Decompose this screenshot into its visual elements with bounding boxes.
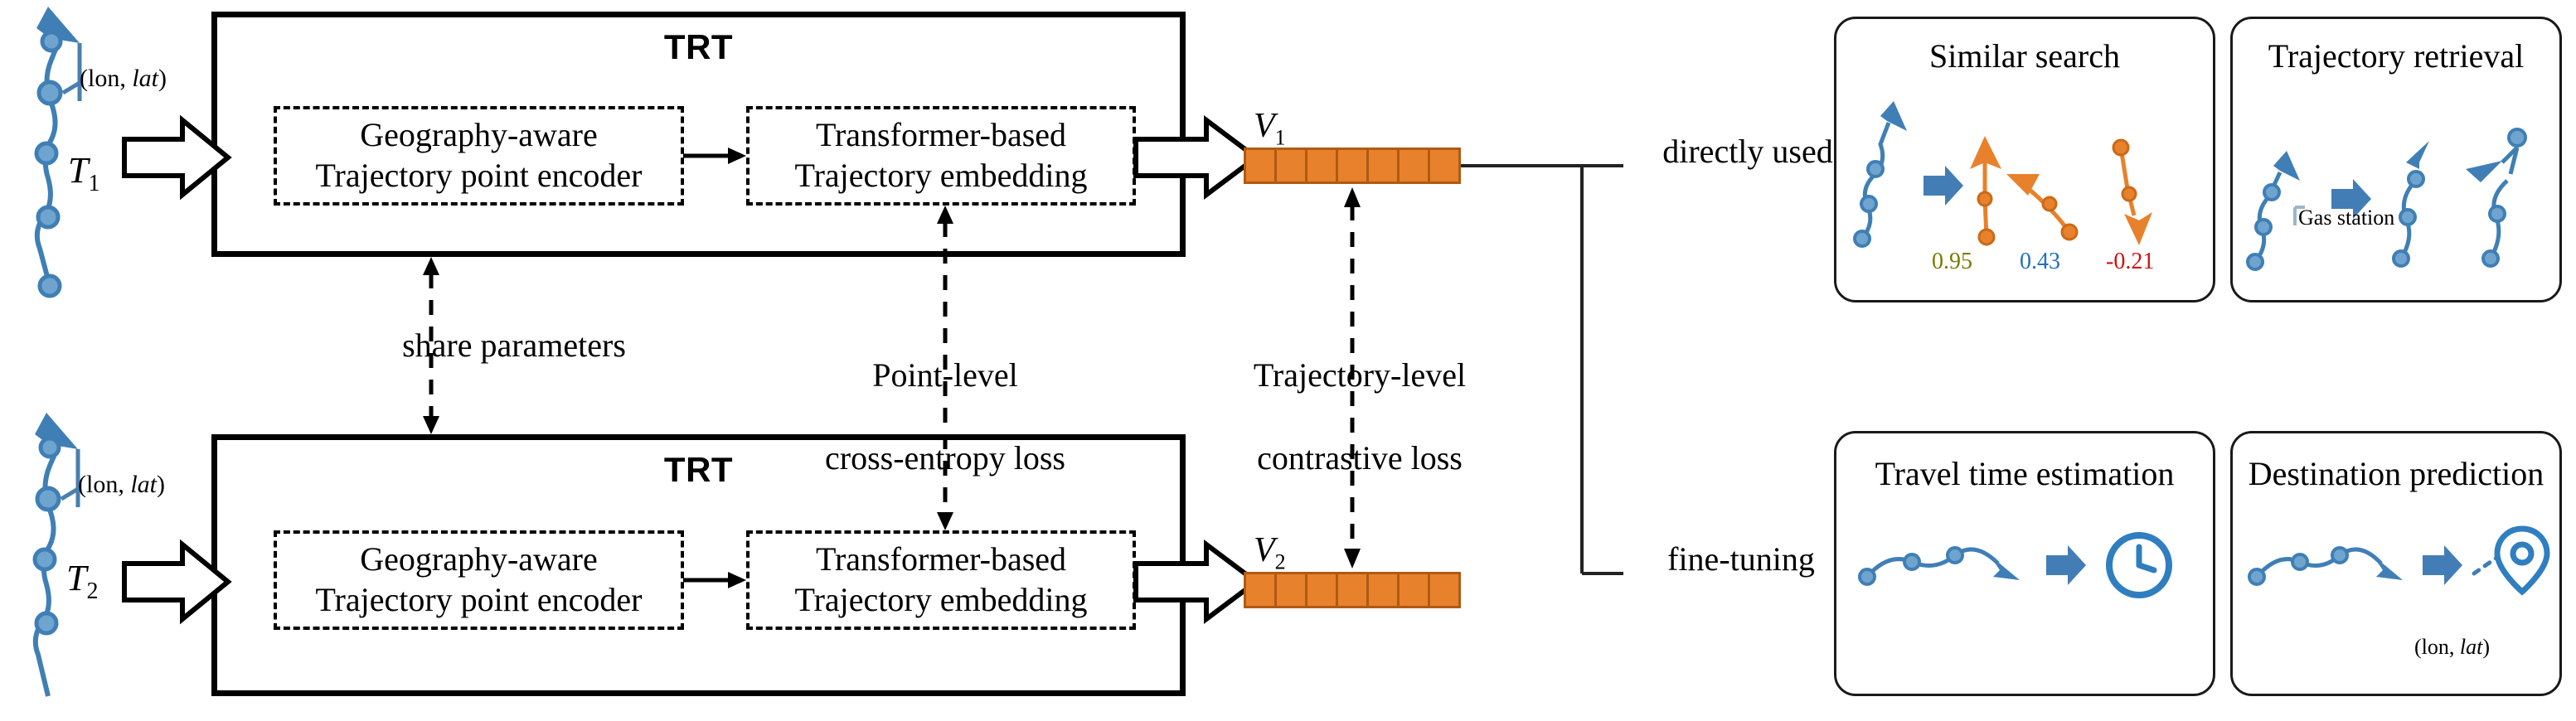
task-card-similar-search[interactable]	[1834, 17, 2215, 302]
destination-coord-label: (lon, lat)	[2414, 635, 2490, 660]
destination-prediction-title: Destination prediction	[2248, 455, 2544, 492]
t1-letter: T	[68, 150, 89, 191]
similar-search-title: Similar search	[1929, 37, 2120, 75]
module-line-1: Transformer-based	[815, 116, 1067, 154]
module-geography-encoder-2: Geography-aware Trajectory point encoder	[274, 530, 684, 630]
vector-cell	[1246, 150, 1277, 181]
output-block-arrow-2	[1133, 540, 1260, 624]
vector-cell	[1338, 574, 1369, 606]
trt-title-2: TRT	[663, 450, 734, 489]
similarity-score-1: 0.95	[1932, 249, 1972, 274]
vector-cell	[1369, 574, 1400, 606]
vector-cell	[1277, 574, 1307, 606]
module-geography-encoder-1: Geography-aware Trajectory point encoder	[274, 106, 684, 206]
module-line-2: Trajectory embedding	[794, 581, 1088, 618]
vector-2-label: V2	[1254, 530, 1286, 574]
v1-subscript: 1	[1274, 125, 1286, 150]
input-2-name-label: T2	[66, 557, 98, 605]
vector-cell	[1369, 150, 1400, 181]
coord-lon-text-2: (lon,	[78, 471, 124, 498]
module-line-2: Trajectory point encoder	[315, 581, 643, 618]
vector-cell	[1430, 150, 1458, 181]
vector-1-label: V1	[1254, 106, 1286, 150]
v1-letter: V	[1254, 107, 1275, 145]
module-transformer-embedding-2: Transformer-based Trajectory embedding	[746, 530, 1136, 630]
input-2-coord-label: (lon, lat)	[78, 471, 165, 499]
vector-cell	[1246, 574, 1277, 606]
v2-letter: V	[1254, 531, 1275, 569]
vector-cell	[1307, 574, 1338, 606]
branch-label-fine-tuning: fine-tuning	[1667, 540, 1815, 578]
coord-paren-text: )	[158, 65, 167, 92]
similar-search-illustration	[1847, 83, 2204, 249]
t1-subscript: 1	[88, 170, 100, 196]
module-transformer-embedding-1: Transformer-based Trajectory embedding	[746, 106, 1136, 206]
input-trajectory-2	[0, 406, 108, 721]
input-1-coord-label: (lon, lat)	[80, 65, 167, 93]
output-block-arrow-1	[1133, 115, 1260, 200]
point-loss-connector	[929, 206, 962, 530]
contrastive-loss-label: Trajectory-level contrastive loss	[1186, 313, 1534, 520]
destination-prediction-illustration	[2248, 522, 2555, 630]
vector-cell	[1277, 150, 1307, 181]
contrastive-loss-connector	[1336, 187, 1369, 569]
coord-paren-text-3: )	[2482, 635, 2491, 659]
module-line-2: Trajectory embedding	[794, 157, 1088, 194]
vector-cell	[1430, 574, 1458, 606]
vector-cell	[1400, 150, 1430, 181]
coord-lat-text-3: lat	[2459, 635, 2483, 659]
point-loss-line-1: Point-level	[872, 356, 1018, 394]
trajectory-2-sketch	[32, 413, 80, 697]
branch-routing	[1461, 149, 1793, 597]
share-parameters-label: share parameters	[402, 327, 626, 364]
input-block-arrow-2	[122, 539, 232, 625]
traj-loss-line-1: Trajectory-level	[1253, 356, 1467, 394]
trajectory-1-sketch	[34, 7, 82, 298]
point-loss-line-2: cross-entropy loss	[825, 439, 1065, 477]
gas-station-label: Gas station	[2298, 206, 2395, 230]
input-trajectory-1	[0, 0, 108, 315]
module-line-1: Geography-aware	[360, 540, 598, 578]
travel-time-illustration	[1857, 522, 2197, 630]
module-line-1: Geography-aware	[360, 116, 598, 154]
similarity-score-3: -0.21	[2106, 249, 2155, 274]
vector-cell	[1338, 150, 1369, 181]
module-link-arrow-1	[683, 139, 750, 172]
t2-subscript: 2	[86, 578, 99, 604]
coord-lon-text-3: (lon,	[2414, 635, 2455, 659]
input-block-arrow-1	[122, 114, 232, 201]
module-line-1: Transformer-based	[815, 540, 1067, 578]
v2-subscript: 2	[1274, 549, 1286, 574]
vector-cell	[1307, 150, 1338, 181]
trajectory-retrieval-title: Trajectory retrieval	[2268, 37, 2525, 75]
point-loss-label: Point-level cross-entropy loss	[775, 313, 1115, 520]
branch-label-directly-used: directly used	[1662, 133, 1833, 170]
coord-lon-text: (lon,	[80, 65, 126, 92]
trajectory-retrieval-illustration	[2244, 83, 2550, 273]
t2-letter: T	[66, 558, 87, 598]
module-line-2: Trajectory point encoder	[315, 157, 643, 194]
module-link-arrow-2	[683, 564, 750, 597]
similarity-score-2: 0.43	[2020, 249, 2060, 274]
travel-time-title: Travel time estimation	[1875, 455, 2175, 492]
vector-cell	[1400, 574, 1430, 606]
share-parameters-connector	[415, 257, 448, 434]
vector-1-strip	[1244, 148, 1461, 184]
coord-lat-text-2: lat	[130, 471, 157, 498]
traj-loss-line-2: contrastive loss	[1257, 439, 1463, 477]
coord-paren-text-2: )	[157, 471, 165, 498]
vector-2-strip	[1244, 572, 1461, 608]
coord-lat-text: lat	[132, 65, 158, 92]
input-1-name-label: T1	[68, 149, 99, 197]
trt-title-1: TRT	[663, 27, 734, 66]
